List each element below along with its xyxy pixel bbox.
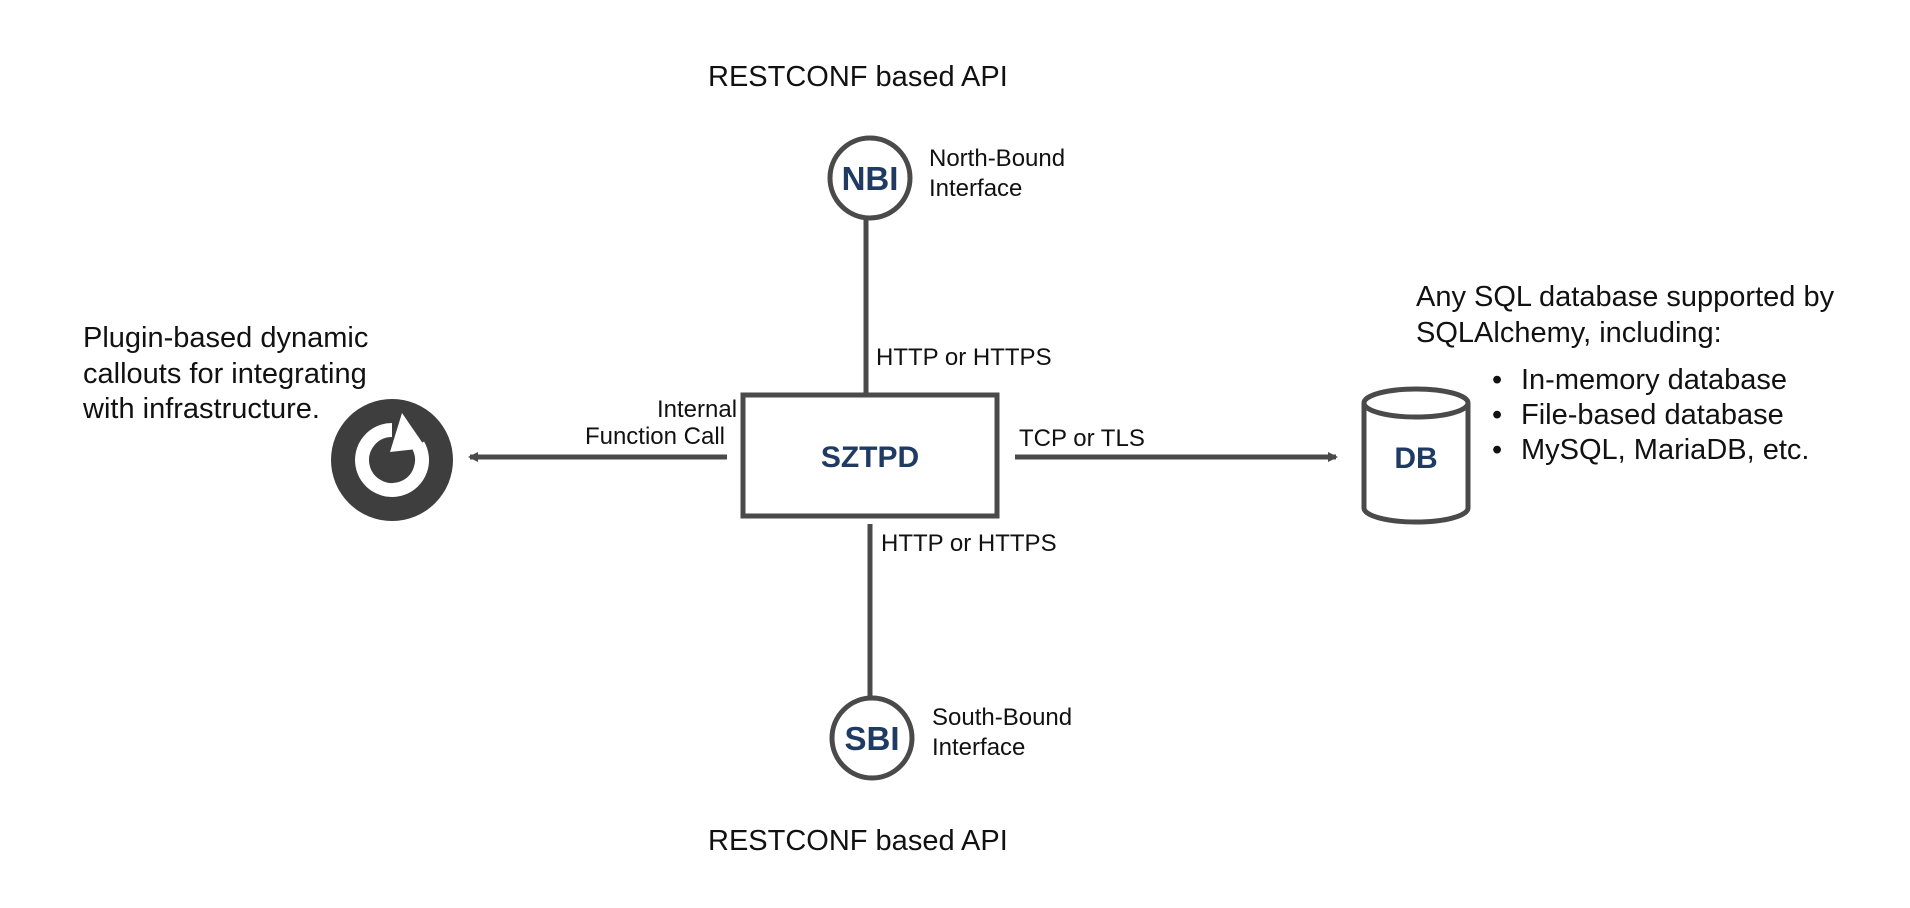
db-bullet-item: File-based database bbox=[1521, 399, 1784, 431]
nbi-label: NBI bbox=[842, 160, 899, 197]
sbi-label: SBI bbox=[844, 720, 899, 757]
bottom-link-label: HTTP or HTTPS bbox=[881, 530, 1057, 557]
bullet-marker: • bbox=[1492, 364, 1502, 396]
db-bullet-item: In-memory database bbox=[1521, 364, 1787, 396]
sbi-description-line1: South-Bound bbox=[932, 704, 1072, 731]
plugin-description-line1: Plugin-based dynamic bbox=[83, 322, 368, 354]
right-link-label: TCP or TLS bbox=[1019, 425, 1145, 452]
nbi-node: NBI bbox=[827, 135, 913, 221]
refresh-icon bbox=[331, 399, 453, 521]
sztpd-label: SZTPD bbox=[821, 441, 919, 474]
db-bullet-item: MySQL, MariaDB, etc. bbox=[1521, 434, 1809, 466]
bullet-marker: • bbox=[1492, 399, 1502, 431]
db-bullet-list: • In-memory database • File-based databa… bbox=[1492, 364, 1809, 466]
plugin-description-line2: callouts for integrating bbox=[83, 358, 367, 390]
nbi-description-line2: Interface bbox=[929, 175, 1022, 202]
sbi-description-line2: Interface bbox=[932, 734, 1025, 761]
top-link-label: HTTP or HTTPS bbox=[876, 344, 1052, 371]
sztpd-box: SZTPD bbox=[740, 392, 1000, 519]
left-link-label-line2: Function Call bbox=[585, 423, 725, 450]
bottom-api-label: RESTCONF based API bbox=[708, 825, 1008, 857]
top-api-label: RESTCONF based API bbox=[708, 61, 1008, 93]
left-link-label-line1: Internal bbox=[657, 396, 737, 423]
sbi-node: SBI bbox=[829, 695, 915, 781]
db-description-line1: Any SQL database supported by bbox=[1416, 281, 1835, 313]
plugin-description-line3: with infrastructure. bbox=[82, 393, 320, 425]
nbi-description-line1: North-Bound bbox=[929, 145, 1065, 172]
db-label: DB bbox=[1394, 442, 1437, 475]
db-description-line2: SQLAlchemy, including: bbox=[1416, 317, 1722, 349]
database-cylinder: DB bbox=[1361, 386, 1471, 525]
bullet-marker: • bbox=[1492, 434, 1502, 466]
